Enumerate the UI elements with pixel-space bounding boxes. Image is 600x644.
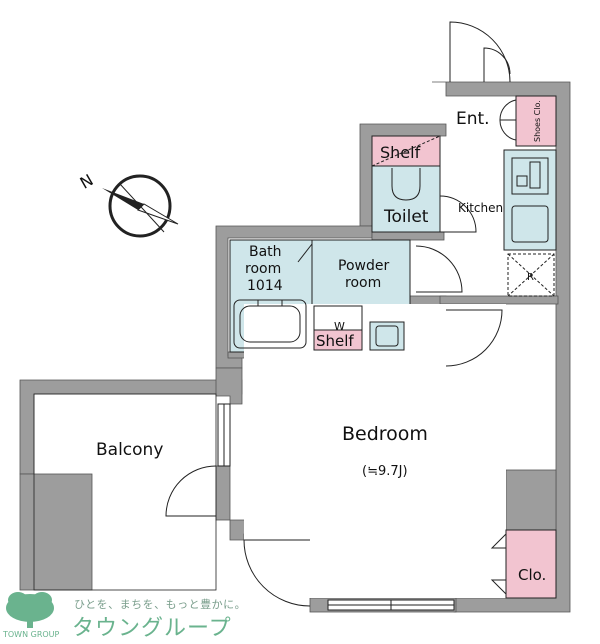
tree-trunk [27, 614, 33, 628]
closet-door [490, 579, 507, 595]
shelf-top-diag [371, 135, 441, 167]
balcony-floor [33, 393, 217, 591]
entrance-door-small [483, 47, 511, 82]
shoes-closet-label: Shoes Clo. [533, 100, 542, 142]
bedroom-label: Bedroom [342, 423, 428, 445]
shelf-top-label: Shelf [380, 143, 421, 162]
brand-name: タウングループ [72, 616, 232, 641]
brand-tree-icon [6, 592, 54, 628]
bath-handle [257, 299, 283, 307]
powder-door [415, 245, 463, 293]
kitchen-sink [511, 205, 549, 243]
toilet-label: Toilet [383, 207, 429, 227]
partition-kitchen-corr [439, 295, 559, 305]
floors [229, 135, 557, 598]
toilet-door [439, 195, 477, 233]
compass-north-label: N [77, 170, 97, 192]
bath-label-2: room [245, 261, 281, 277]
burner [529, 161, 541, 189]
powder-label-2: room [345, 275, 381, 291]
bedroom-wall-left-lower [215, 465, 231, 521]
balcony-door [165, 465, 217, 517]
balcony-label: Balcony [96, 440, 163, 460]
bedroom-floor [244, 304, 506, 598]
partition-toilet-bottom [371, 231, 445, 241]
compass [102, 174, 179, 238]
powder-label-1: Powder [338, 258, 389, 274]
closet-label: Clo. [518, 566, 546, 584]
entrance-door [449, 21, 511, 83]
fixtures [233, 135, 555, 351]
tree-canopy [8, 592, 28, 608]
fridge [507, 253, 555, 297]
bath-shelf-diag [297, 243, 313, 263]
tree-canopy [32, 592, 52, 608]
closet [505, 529, 557, 599]
bedroom-lower-door [243, 539, 311, 607]
shelf-bottom-label: Shelf [316, 332, 354, 350]
bath-label-3: 1014 [247, 278, 283, 294]
room-labels: Ent. Shoes Clo. Shelf Toilet Kitchen Bat… [96, 100, 546, 584]
balcony-unit [19, 473, 93, 591]
right-wall-block [505, 469, 557, 531]
bath-label-1: Bath [249, 244, 282, 260]
toilet-bowl [391, 168, 421, 201]
bedroom-wall-left [215, 367, 243, 405]
compass-needle [102, 188, 144, 210]
closet-door [490, 533, 507, 549]
refrigerator-label: R [527, 272, 534, 283]
shoes-closet [515, 95, 557, 147]
entrance-label: Ent. [456, 109, 490, 129]
kitchen-label: Kitchen [458, 201, 503, 215]
stove [511, 157, 549, 195]
fridge-x [507, 253, 555, 297]
compass-axis [119, 183, 165, 233]
shoes-door [499, 119, 517, 141]
bedroom-size-label: (≒9.7J) [362, 464, 408, 479]
doors [165, 21, 517, 611]
brand-tagline: ひとを、まちを、もっと豊かに。 [74, 598, 247, 611]
burner [516, 175, 528, 187]
brand-name-en: TOWN GROUP [3, 630, 60, 639]
washer-label: W [334, 320, 345, 333]
sink-bowl [375, 325, 399, 347]
washer-box [313, 305, 363, 351]
bedroom-door [445, 309, 503, 367]
shoes-door [499, 99, 517, 121]
